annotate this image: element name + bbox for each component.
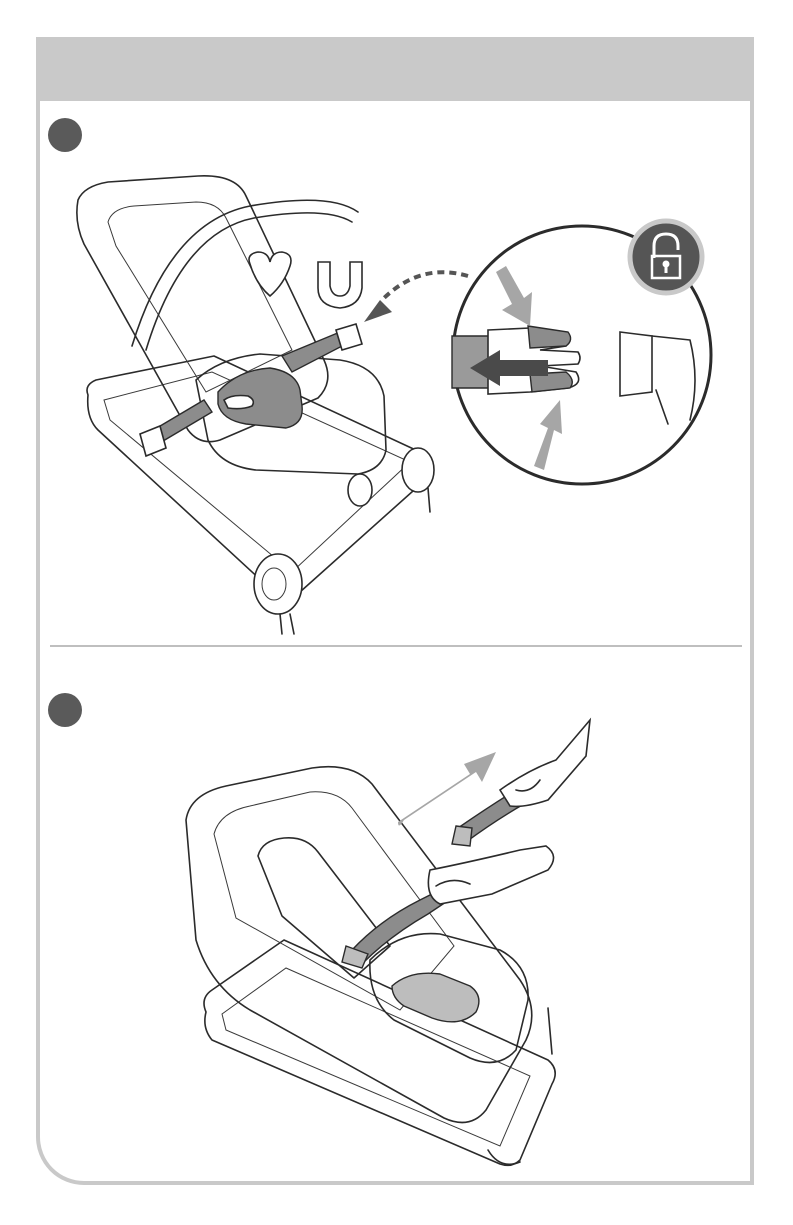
step-2-bouncer-illustration — [0, 0, 793, 1225]
